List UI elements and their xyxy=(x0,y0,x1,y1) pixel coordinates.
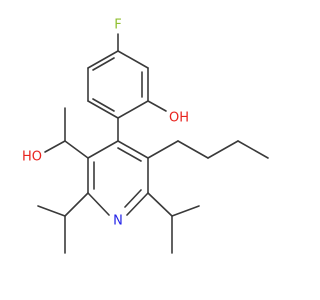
fluorine-label: F xyxy=(114,18,121,33)
fluorophenol-ring xyxy=(87,50,149,119)
pyridine-ring xyxy=(87,140,149,216)
hydroxyethyl-group xyxy=(44,107,89,159)
c-oh-bond xyxy=(147,100,167,112)
isopropyl-right xyxy=(147,192,200,254)
pyridine-nitrogen-label: N xyxy=(113,214,123,229)
isopropyl-left xyxy=(37,192,89,254)
phenol-hydroxyl-label: OH xyxy=(169,111,189,126)
side-chain-hydroxyl-label: HO xyxy=(22,150,42,165)
butyl-chain xyxy=(147,140,269,159)
chemical-structure: F OH HO N xyxy=(22,18,269,254)
